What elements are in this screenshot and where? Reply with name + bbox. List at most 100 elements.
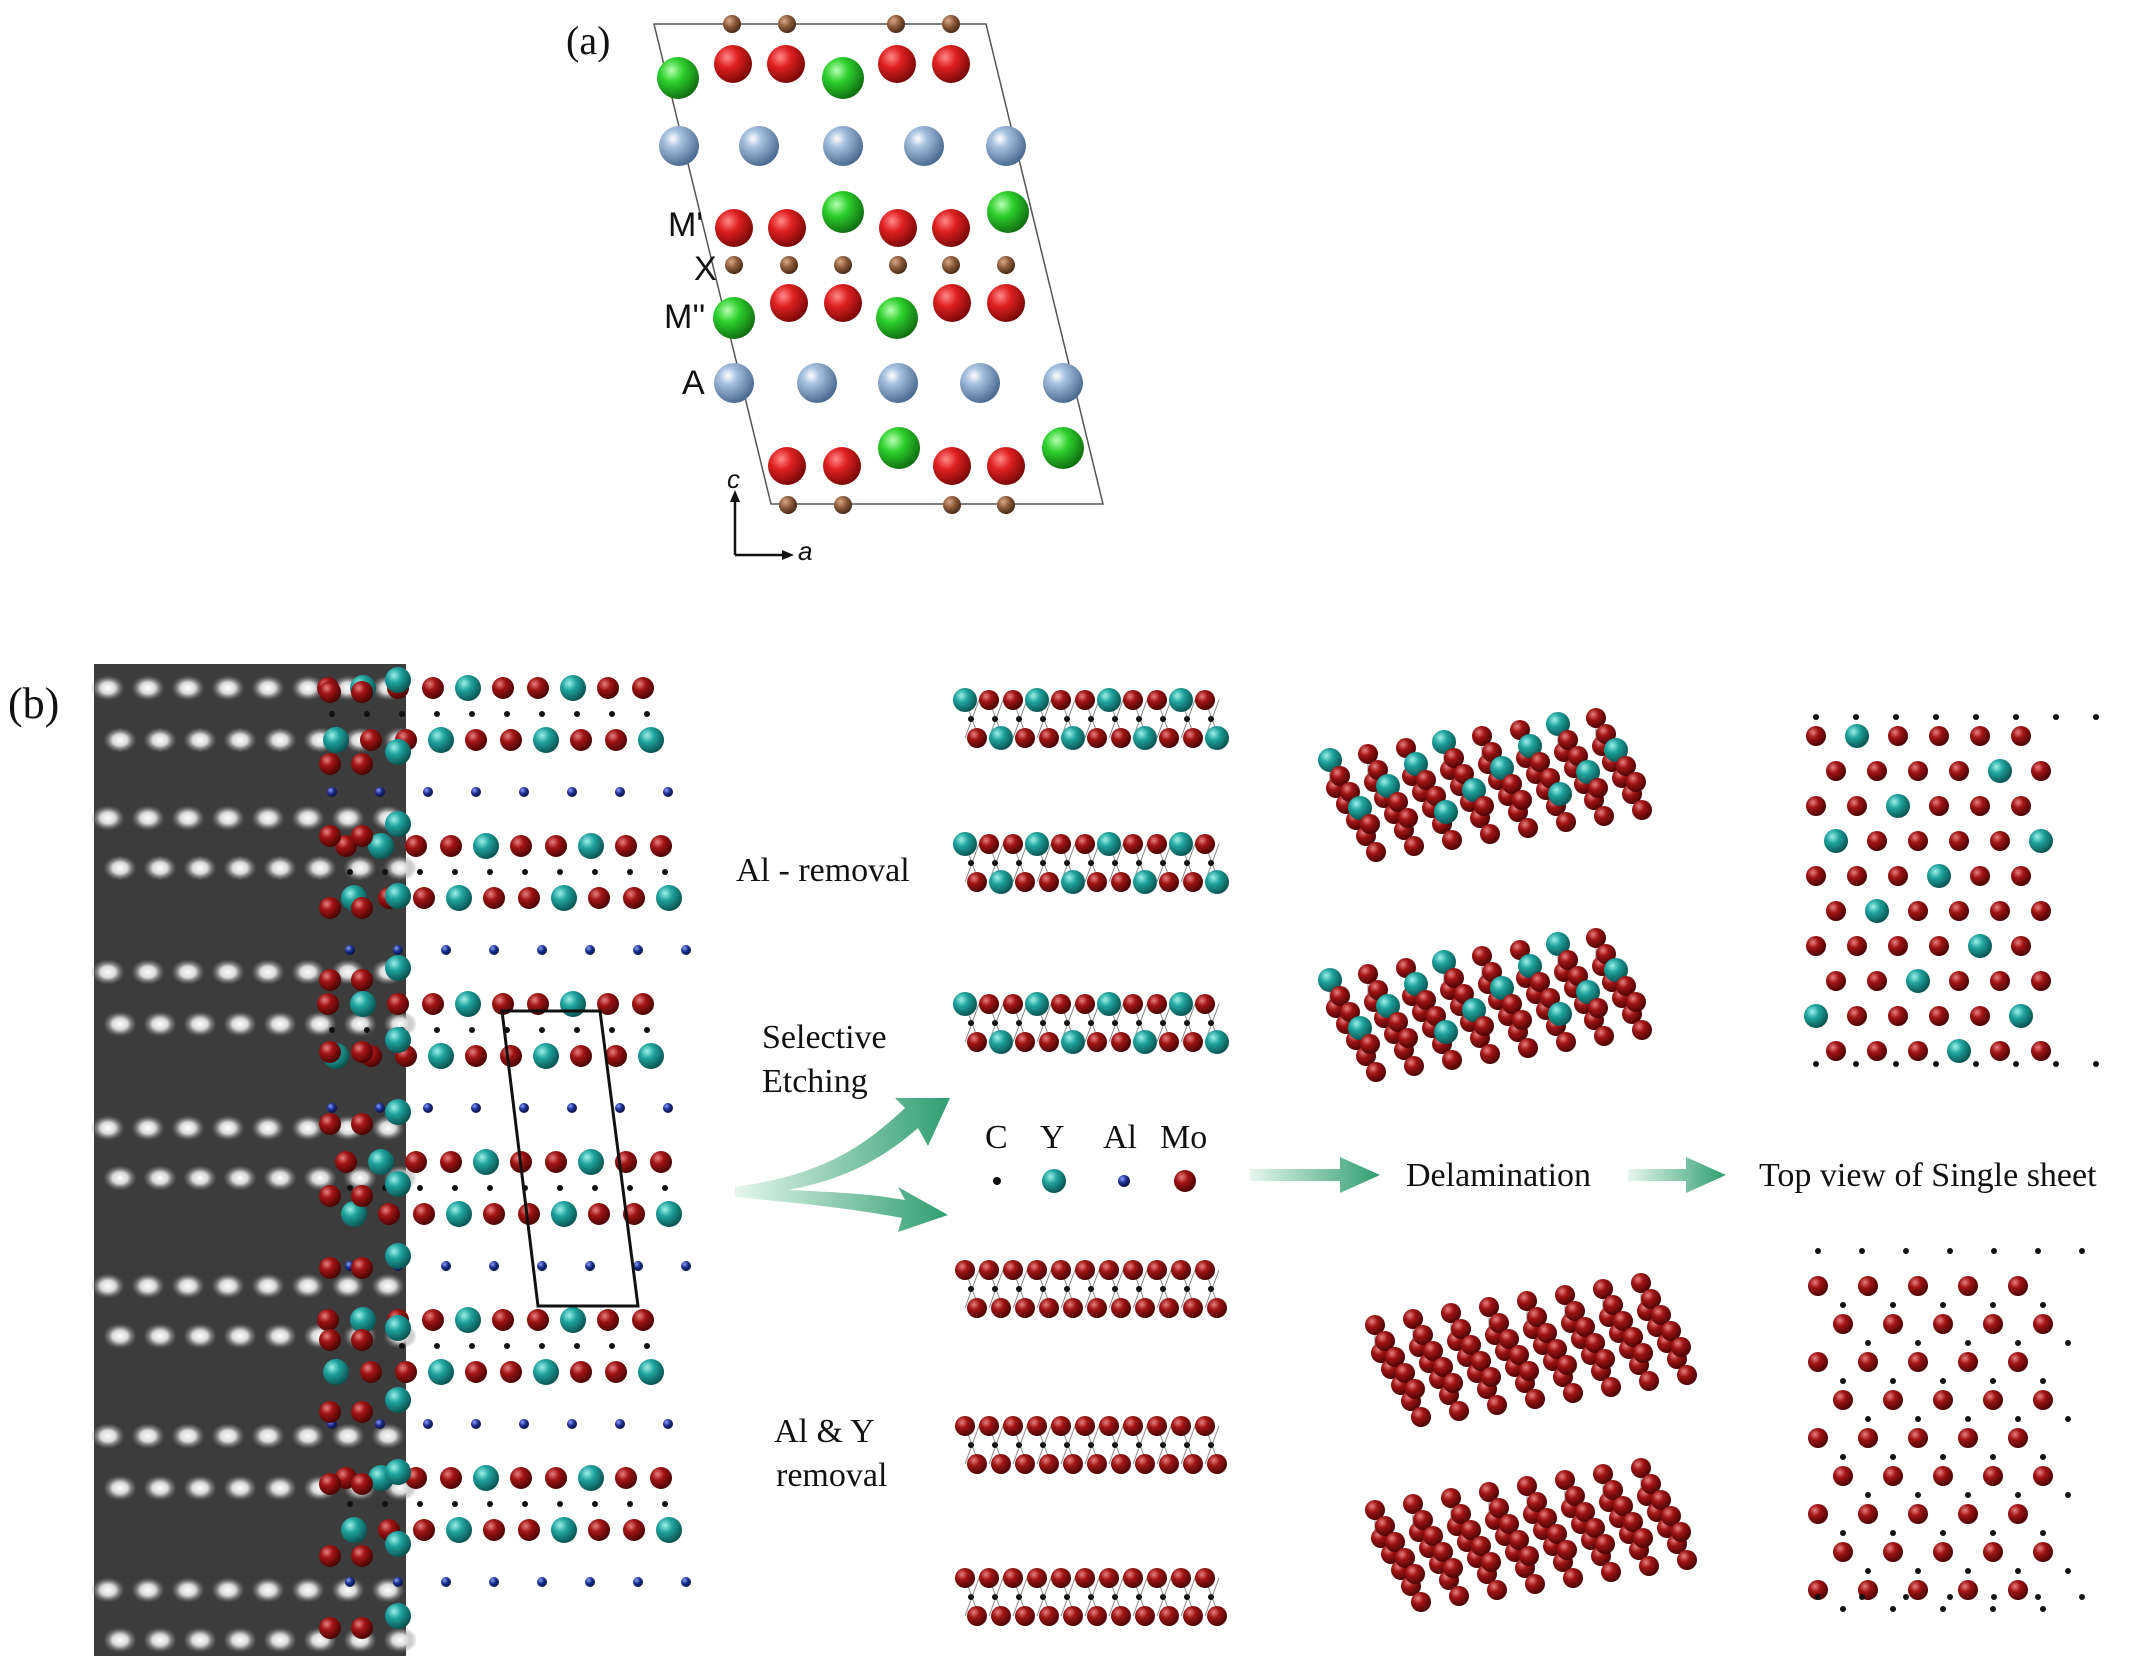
- stem-blob: [183, 1627, 217, 1653]
- m-atom: [878, 45, 916, 83]
- side-view-mo-slab: [955, 1260, 1227, 1318]
- mo-atom: [1433, 1542, 1453, 1562]
- stem-blob: [171, 1273, 205, 1299]
- mo-atom: [1585, 1518, 1605, 1538]
- mo-atom: [1933, 1390, 1953, 1410]
- y-atom: [656, 1201, 682, 1227]
- c-atom: [1965, 1416, 1971, 1422]
- c-atom: [1016, 1286, 1022, 1292]
- mo-atom: [1806, 866, 1826, 886]
- m2-atom: [1042, 427, 1084, 469]
- mo-atom: [570, 729, 592, 751]
- y-atom: [385, 1099, 411, 1125]
- mo-atom: [1396, 958, 1416, 978]
- mo-atom: [1633, 1528, 1653, 1548]
- stem-blob: [143, 855, 177, 881]
- y-atom: [428, 1043, 454, 1069]
- mo-atom: [1039, 872, 1059, 892]
- stem-blob: [171, 959, 205, 985]
- mo-atom: [1565, 1486, 1585, 1506]
- x-atom: [943, 496, 961, 514]
- stem-blob: [331, 1423, 365, 1449]
- stem-blob: [91, 1423, 125, 1449]
- c-atom: [1859, 1594, 1865, 1600]
- c-atom: [1840, 1454, 1846, 1460]
- top-view-structures: [1804, 714, 2099, 1612]
- y-atom: [533, 1359, 559, 1385]
- mo-atom: [1517, 1476, 1537, 1496]
- layer-label-m-double-prime: M'': [664, 298, 705, 336]
- stem-blob: [251, 675, 285, 701]
- mo-atom: [1586, 928, 1606, 948]
- c-atom: [1940, 1378, 1946, 1384]
- mo-atom: [1518, 818, 1538, 838]
- c-atom: [1903, 1248, 1909, 1254]
- x-atom: [778, 15, 796, 33]
- y-atom: [1376, 774, 1400, 798]
- mo-atom: [1015, 728, 1035, 748]
- c-atom: [1965, 1492, 1971, 1498]
- al-atom: [615, 1419, 625, 1429]
- y-atom: [385, 883, 411, 909]
- mo-atom: [405, 835, 427, 857]
- c-atom: [992, 1442, 998, 1448]
- c-atom: [1915, 1416, 1921, 1422]
- mo-atom: [1441, 1303, 1461, 1323]
- mo-atom: [1631, 1458, 1651, 1478]
- y-atom: [1490, 756, 1514, 780]
- mo-atom: [319, 1257, 341, 1279]
- c-atom: [1947, 1248, 1953, 1254]
- mo-atom: [597, 993, 619, 1015]
- m-atom: [987, 284, 1025, 322]
- mo-atom: [1933, 1466, 1953, 1486]
- al-atom: [519, 1103, 529, 1113]
- c-atom: [452, 869, 458, 875]
- mo-atom: [1099, 1260, 1119, 1280]
- c-atom: [2053, 1061, 2059, 1067]
- c-atom: [557, 1185, 563, 1191]
- c-atom: [968, 716, 974, 722]
- mo-atom: [1983, 1466, 2003, 1486]
- mo-atom: [1471, 1351, 1491, 1371]
- al-atom: [615, 1103, 625, 1113]
- mo-atom: [1365, 1315, 1385, 1335]
- al-atom: [681, 945, 691, 955]
- c-atom: [1088, 1286, 1094, 1292]
- top-view-label: Top view of Single sheet: [1759, 1157, 2097, 1194]
- mo-atom: [1519, 1546, 1539, 1566]
- bulk-structure: [317, 667, 691, 1639]
- stem-blob: [223, 1165, 257, 1191]
- c-atom: [2065, 1340, 2071, 1346]
- mo-atom: [2008, 1580, 2028, 1600]
- c-atom: [1040, 1442, 1046, 1448]
- c-atom: [2040, 1302, 2046, 1308]
- stem-blob: [291, 1273, 325, 1299]
- mo-atom: [1413, 1325, 1433, 1345]
- y-atom: [1490, 976, 1514, 1000]
- mo-atom: [1135, 1298, 1155, 1318]
- c-atom: [417, 1185, 423, 1191]
- mo-atom: [1575, 1317, 1595, 1337]
- mo-atom: [979, 1568, 999, 1588]
- mo-atom: [1949, 831, 1969, 851]
- stem-blob: [183, 1475, 217, 1501]
- c-atom: [627, 1185, 633, 1191]
- al-y-label: Al & Y: [774, 1413, 875, 1450]
- mo-atom: [319, 1401, 341, 1423]
- c-atom: [1965, 1568, 1971, 1574]
- mo-atom: [1451, 1319, 1471, 1339]
- c-atom: [329, 711, 335, 717]
- stem-blob: [171, 1577, 205, 1603]
- stem-blob: [211, 959, 245, 985]
- mo-atom: [465, 1361, 487, 1383]
- c-atom: [2040, 1454, 2046, 1460]
- mo-atom: [1159, 872, 1179, 892]
- mo-atom: [955, 1260, 975, 1280]
- mo-atom: [1443, 1373, 1463, 1393]
- y-atom: [455, 991, 481, 1017]
- c-atom: [347, 1185, 353, 1191]
- y-atom: [1804, 1004, 1828, 1028]
- stem-blob: [143, 727, 177, 753]
- mo-atom: [1527, 1307, 1547, 1327]
- mo-atom: [1413, 1510, 1433, 1530]
